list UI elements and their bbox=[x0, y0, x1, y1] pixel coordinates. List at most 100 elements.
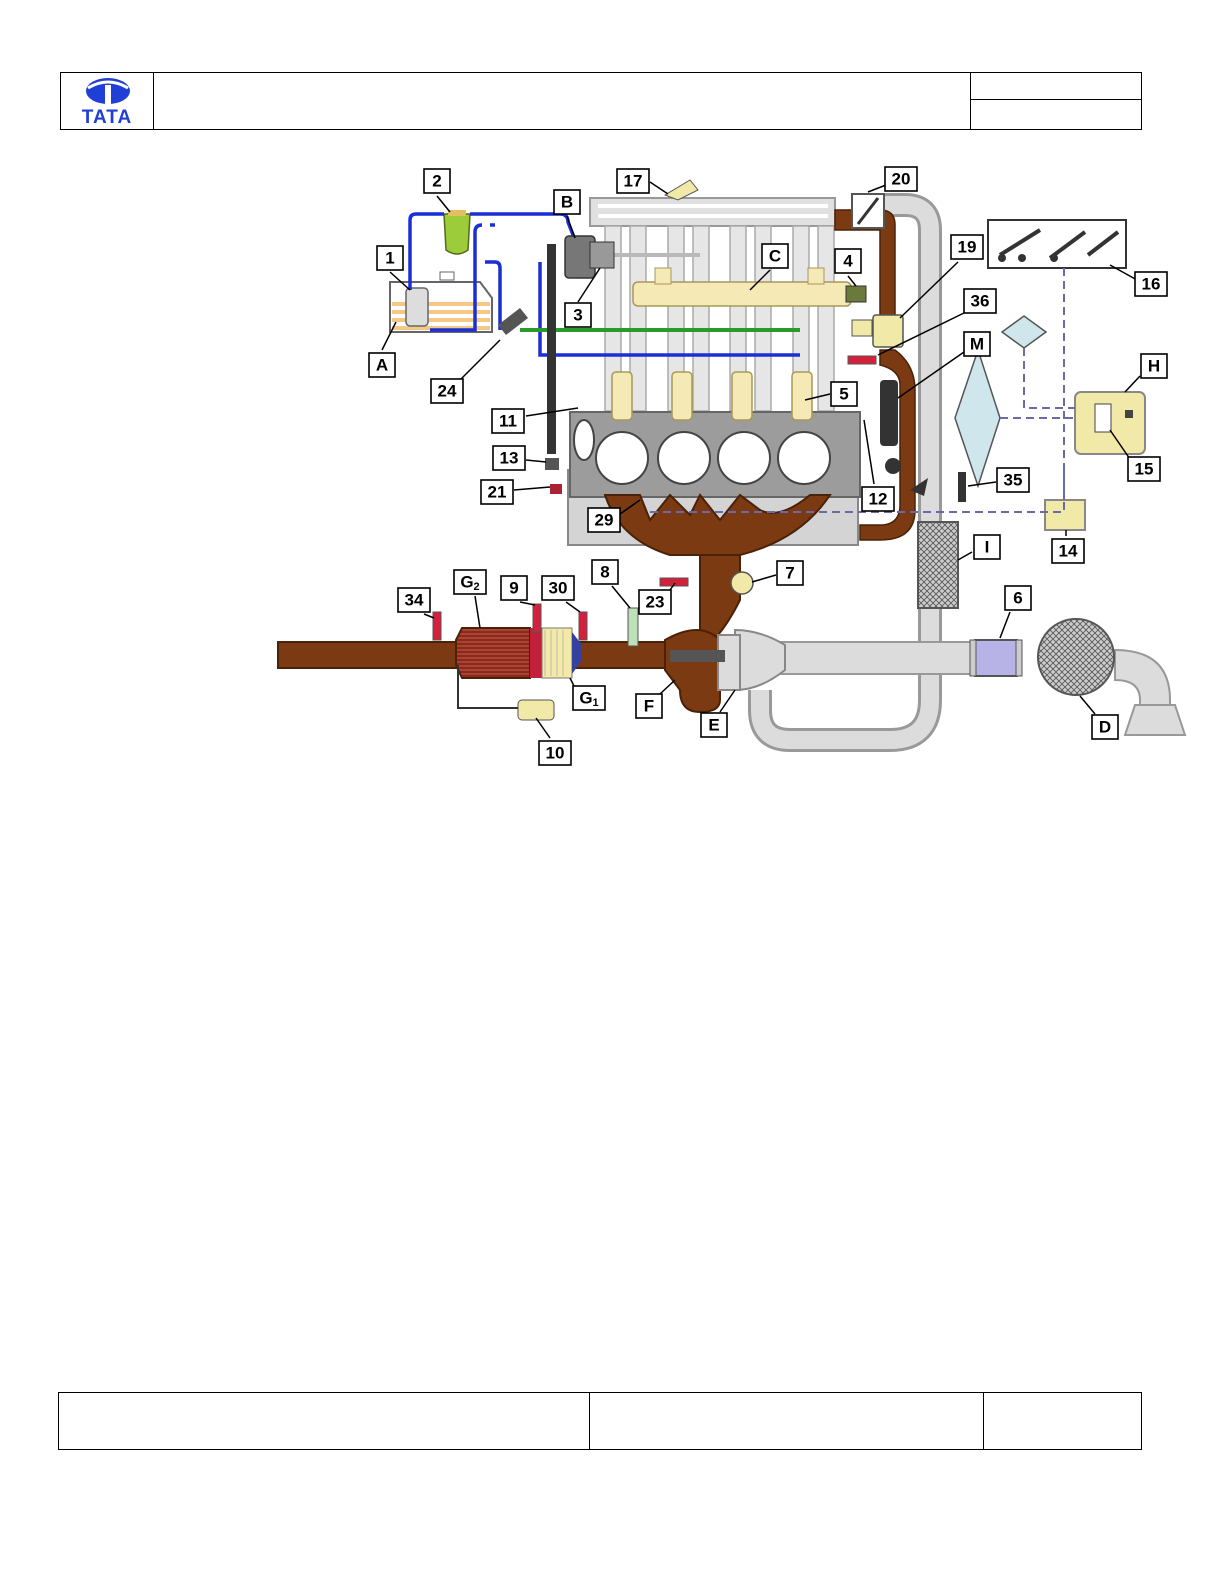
part-label: 12 bbox=[869, 490, 888, 509]
oil-filler bbox=[663, 179, 699, 201]
part-label-box bbox=[1004, 585, 1032, 611]
common-rail bbox=[632, 267, 867, 307]
part-label-box bbox=[761, 243, 789, 269]
footer-divider bbox=[589, 1393, 590, 1449]
part-label-box bbox=[700, 712, 728, 738]
part-label-box bbox=[1051, 538, 1085, 564]
sensor-diamond-small bbox=[1000, 315, 1048, 349]
label-leader-line bbox=[525, 459, 547, 463]
egr-actuator bbox=[910, 478, 928, 496]
part-label-box bbox=[635, 693, 663, 719]
label-leader-line bbox=[474, 595, 481, 629]
part-label: 2 bbox=[432, 172, 441, 191]
part-label-box bbox=[572, 685, 606, 711]
part-label-box bbox=[638, 589, 672, 615]
label-leader-line bbox=[459, 339, 501, 381]
part-label: 23 bbox=[646, 593, 665, 612]
part-label-box bbox=[538, 740, 572, 766]
part-label-box bbox=[368, 352, 396, 378]
air-filter bbox=[1037, 618, 1115, 696]
air-intake-system bbox=[589, 193, 1187, 752]
label-leader-line bbox=[423, 613, 435, 619]
label-leader-line bbox=[897, 351, 965, 399]
label-leader-line bbox=[389, 271, 411, 291]
label-leader-line bbox=[611, 585, 631, 609]
tata-emblem-icon bbox=[86, 78, 130, 105]
label-leader-line bbox=[513, 486, 551, 491]
part-label-box bbox=[1127, 456, 1161, 482]
label-leader-line bbox=[519, 601, 536, 606]
part-label-box bbox=[776, 560, 804, 586]
part-label-box bbox=[616, 168, 650, 194]
label-leader-line bbox=[619, 499, 641, 515]
part-label: H bbox=[1148, 357, 1160, 376]
part-label: 6 bbox=[1013, 589, 1022, 608]
differential-pressure-sensor bbox=[517, 699, 555, 721]
part-label-box bbox=[861, 486, 895, 512]
part-label: 3 bbox=[573, 306, 582, 325]
egr-cooler bbox=[880, 380, 898, 446]
crank-sensor bbox=[550, 484, 562, 494]
fuel-lines bbox=[408, 212, 800, 357]
brand-logo: TATA bbox=[61, 73, 154, 129]
turbocharger bbox=[670, 628, 786, 692]
part-label: 11 bbox=[499, 412, 517, 431]
label-leader-line bbox=[1109, 264, 1138, 281]
part-label-box bbox=[553, 189, 581, 215]
signal-lines bbox=[650, 265, 1075, 513]
part-label-box bbox=[996, 467, 1030, 493]
part-label-box bbox=[1140, 353, 1168, 379]
part-label: B bbox=[561, 193, 573, 212]
label-leader-line bbox=[863, 419, 875, 485]
label-leader-line bbox=[566, 215, 576, 239]
part-label: F bbox=[644, 697, 654, 716]
label-leader-line bbox=[659, 679, 676, 695]
label-leader-line bbox=[649, 181, 669, 195]
part-label: 13 bbox=[500, 449, 519, 468]
part-label: 10 bbox=[546, 744, 565, 763]
part-label-box bbox=[564, 302, 592, 328]
part-label-box bbox=[453, 569, 487, 595]
label-leader-line bbox=[535, 717, 551, 739]
label-leader-line bbox=[847, 275, 857, 287]
engine-system-diagram: 1234567891011121314151617192021232429303… bbox=[277, 166, 1187, 766]
part-label: 34 bbox=[405, 591, 424, 610]
part-label: 14 bbox=[1059, 542, 1078, 561]
part-label-box bbox=[950, 234, 984, 260]
part-label-box bbox=[491, 408, 525, 434]
page-footer bbox=[58, 1392, 1142, 1450]
part-label: 16 bbox=[1142, 275, 1161, 294]
fuel-filter bbox=[443, 210, 471, 255]
air-mass-meter bbox=[969, 639, 1023, 677]
part-label: 7 bbox=[785, 564, 794, 583]
brand-logo-text: TATA bbox=[81, 107, 133, 128]
intercooler bbox=[917, 521, 959, 609]
label-leader-line bbox=[899, 261, 959, 319]
label-leader-line bbox=[804, 393, 831, 401]
label-leader-line bbox=[867, 184, 887, 193]
part-label: 30 bbox=[549, 579, 568, 598]
label-leader-line bbox=[1079, 695, 1096, 715]
label-leader-line bbox=[525, 407, 579, 417]
part-label: 35 bbox=[1004, 471, 1023, 490]
label-leader-line bbox=[1124, 375, 1141, 393]
part-label-box bbox=[834, 248, 862, 274]
part-label-box bbox=[500, 575, 528, 601]
label-leader-line bbox=[669, 582, 676, 591]
label-leader-line bbox=[749, 269, 771, 291]
part-label: D bbox=[1099, 718, 1111, 737]
part-label: I bbox=[985, 538, 990, 557]
fuel-tank bbox=[389, 271, 493, 333]
part-label: 29 bbox=[595, 511, 614, 530]
part-label: 4 bbox=[843, 252, 853, 271]
throttle-valve bbox=[851, 193, 885, 229]
map-sensor bbox=[958, 472, 966, 502]
part-label: M bbox=[970, 335, 984, 354]
cam-sensor bbox=[545, 458, 559, 470]
part-labels: 1234567891011121314151617192021232429303… bbox=[368, 166, 1168, 766]
temperature-sensors bbox=[432, 355, 877, 641]
part-label: 24 bbox=[438, 382, 457, 401]
part-label: 17 bbox=[624, 172, 643, 191]
part-label: 19 bbox=[958, 238, 977, 257]
high-pressure-pump bbox=[564, 235, 615, 279]
